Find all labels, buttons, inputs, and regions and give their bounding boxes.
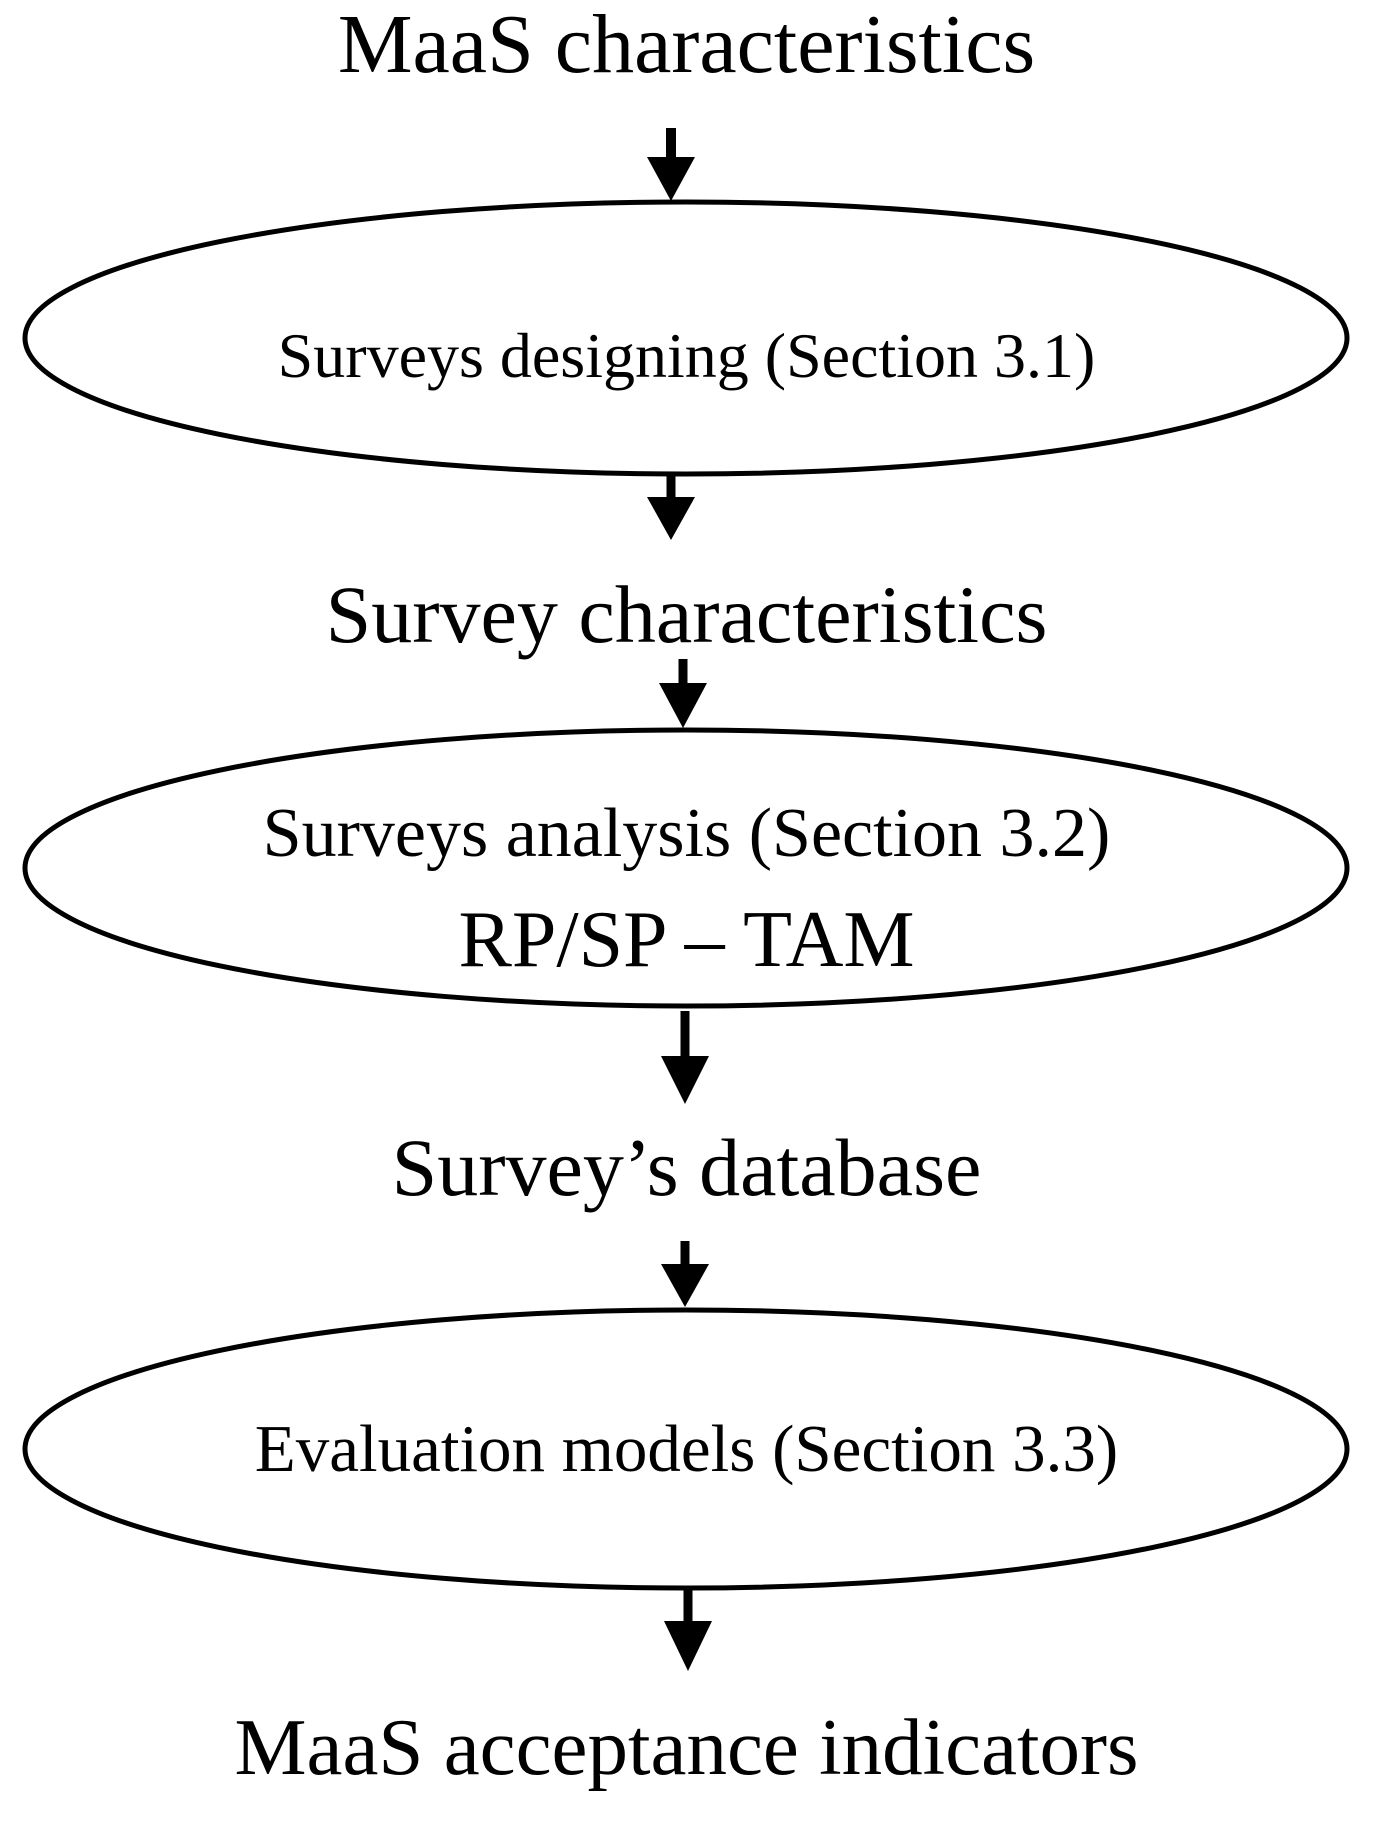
label-maas-acceptance-indicators: MaaS acceptance indicators — [234, 1702, 1139, 1792]
label-surveys-database: Survey’s database — [391, 1122, 982, 1213]
node-surveys-designing-ellipse — [22, 199, 1350, 477]
node-evaluation-models-label: Evaluation models (Section 3.3) — [254, 1412, 1119, 1486]
node-surveys-analysis-ellipse — [22, 727, 1350, 1009]
node-surveys-analysis-label-line1: Surveys analysis (Section 3.2) — [262, 795, 1111, 872]
label-maas-characteristics: MaaS characteristics — [337, 0, 1036, 91]
arrow-down-2 — [647, 476, 695, 540]
arrow-down-4 — [661, 1011, 709, 1104]
label-survey-characteristics: Survey characteristics — [325, 569, 1048, 660]
arrow-down-6 — [664, 1588, 712, 1671]
arrow-down-3 — [659, 659, 707, 728]
node-surveys-designing-label: Surveys designing (Section 3.1) — [277, 320, 1096, 391]
arrow-down-1 — [647, 128, 695, 201]
node-surveys-analysis-label-line2: RP/SP – TAM — [458, 896, 915, 984]
arrow-down-5 — [661, 1241, 709, 1307]
